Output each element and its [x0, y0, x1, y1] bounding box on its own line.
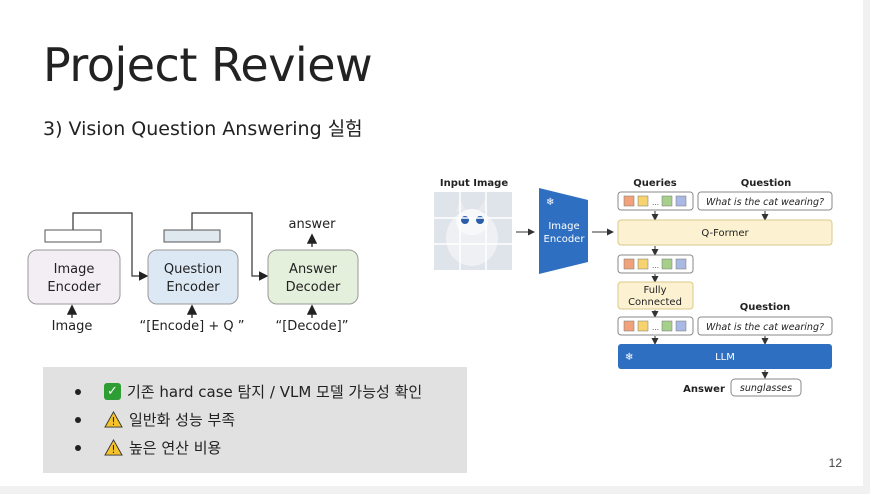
svg-text:…: …: [652, 262, 659, 270]
answer-label: Answer: [683, 384, 725, 395]
question-encoder-label: Encoder: [166, 280, 220, 295]
qformer-block: [617, 219, 833, 246]
image-encoder-label: Image: [548, 221, 579, 232]
question-box-bottom: [697, 316, 833, 336]
llm-label: LLM: [715, 352, 735, 363]
bullet-dot: [75, 388, 81, 395]
snowflake-icon: ❄: [546, 197, 554, 208]
warning-icon: !: [104, 439, 123, 456]
summary-box: ✓ 기존 hard case 탐지 / VLM 모델 가능성 확인 ! 일반화 …: [43, 367, 467, 473]
llm-block: [618, 344, 832, 369]
answer-decoder-label: Decoder: [286, 280, 341, 295]
image-encoder-box: [27, 249, 121, 305]
decoder-input-label: “[Decode]”: [276, 319, 349, 334]
question-input-label: “[Encode] + Q ”: [140, 319, 245, 334]
answer-text: sunglasses: [740, 383, 792, 394]
query-tokens: …: [617, 191, 694, 211]
bullet-text: 기존 hard case 탐지 / VLM 모델 가능성 확인: [127, 383, 423, 401]
question-text-top: What is the cat wearing?: [706, 197, 824, 208]
bullet-item: ! 높은 연산 비용: [75, 437, 221, 458]
question-embedding-bar: [163, 229, 221, 243]
queries-label: Queries: [633, 178, 677, 189]
qformer-label: Q-Former: [701, 228, 749, 239]
answer-output-label: answer: [289, 217, 337, 232]
slide: Project Review 3) Vision Question Answer…: [0, 0, 863, 486]
vqa-architecture-diagram: Image Encoder Question Encoder Answer De…: [27, 212, 359, 334]
bullet-item: ! 일반화 성능 부족: [75, 409, 235, 430]
slide-subtitle: 3) Vision Question Answering 실험: [43, 118, 363, 140]
question-label-top: Question: [741, 178, 792, 189]
image-encoder-label: Encoder: [544, 234, 586, 245]
question-encoder-box: [147, 249, 239, 305]
question-box-top: [697, 191, 833, 211]
answer-decoder-label: Answer: [289, 262, 338, 277]
input-image-label: Input Image: [440, 178, 508, 189]
svg-text:…: …: [652, 199, 659, 207]
image-encoder-label: Image: [54, 262, 95, 277]
bullet-text: 일반화 성능 부족: [129, 411, 236, 429]
fc-label: Connected: [628, 297, 682, 308]
answer-decoder-box: [267, 249, 359, 305]
image-input-label: Image: [52, 319, 93, 334]
question-text-bottom: What is the cat wearing?: [706, 322, 824, 333]
image-embedding-bar: [44, 229, 102, 243]
bullet-dot: [75, 444, 81, 451]
svg-text:…: …: [652, 324, 659, 332]
blip2-diagram: Input Image ❄ Image Encoder Queries Ques…: [434, 178, 833, 397]
fully-connected-block: [617, 281, 694, 310]
connector-line: [191, 212, 269, 281]
image-encoder-block: [539, 188, 588, 274]
query-output-tokens: …: [617, 254, 694, 274]
bullet-dot: [75, 416, 81, 423]
bullet-item: ✓ 기존 hard case 탐지 / VLM 모델 가능성 확인: [75, 381, 422, 402]
connector-line: [72, 212, 149, 281]
svg-text:!: !: [111, 444, 115, 456]
fc-label: Fully: [643, 285, 666, 296]
question-encoder-label: Question: [164, 262, 222, 277]
check-icon: ✓: [104, 383, 121, 400]
cat-image: [434, 192, 512, 270]
svg-text:!: !: [111, 416, 115, 428]
warning-icon: !: [104, 411, 123, 428]
image-encoder-label: Encoder: [47, 280, 101, 295]
projected-query-tokens: …: [617, 316, 694, 336]
question-label-bottom: Question: [740, 302, 791, 313]
slide-title: Project Review: [43, 38, 373, 92]
answer-box: [730, 378, 802, 397]
snowflake-icon: ❄: [625, 352, 633, 363]
page-number: 12: [828, 456, 842, 470]
bullet-text: 높은 연산 비용: [129, 439, 222, 457]
